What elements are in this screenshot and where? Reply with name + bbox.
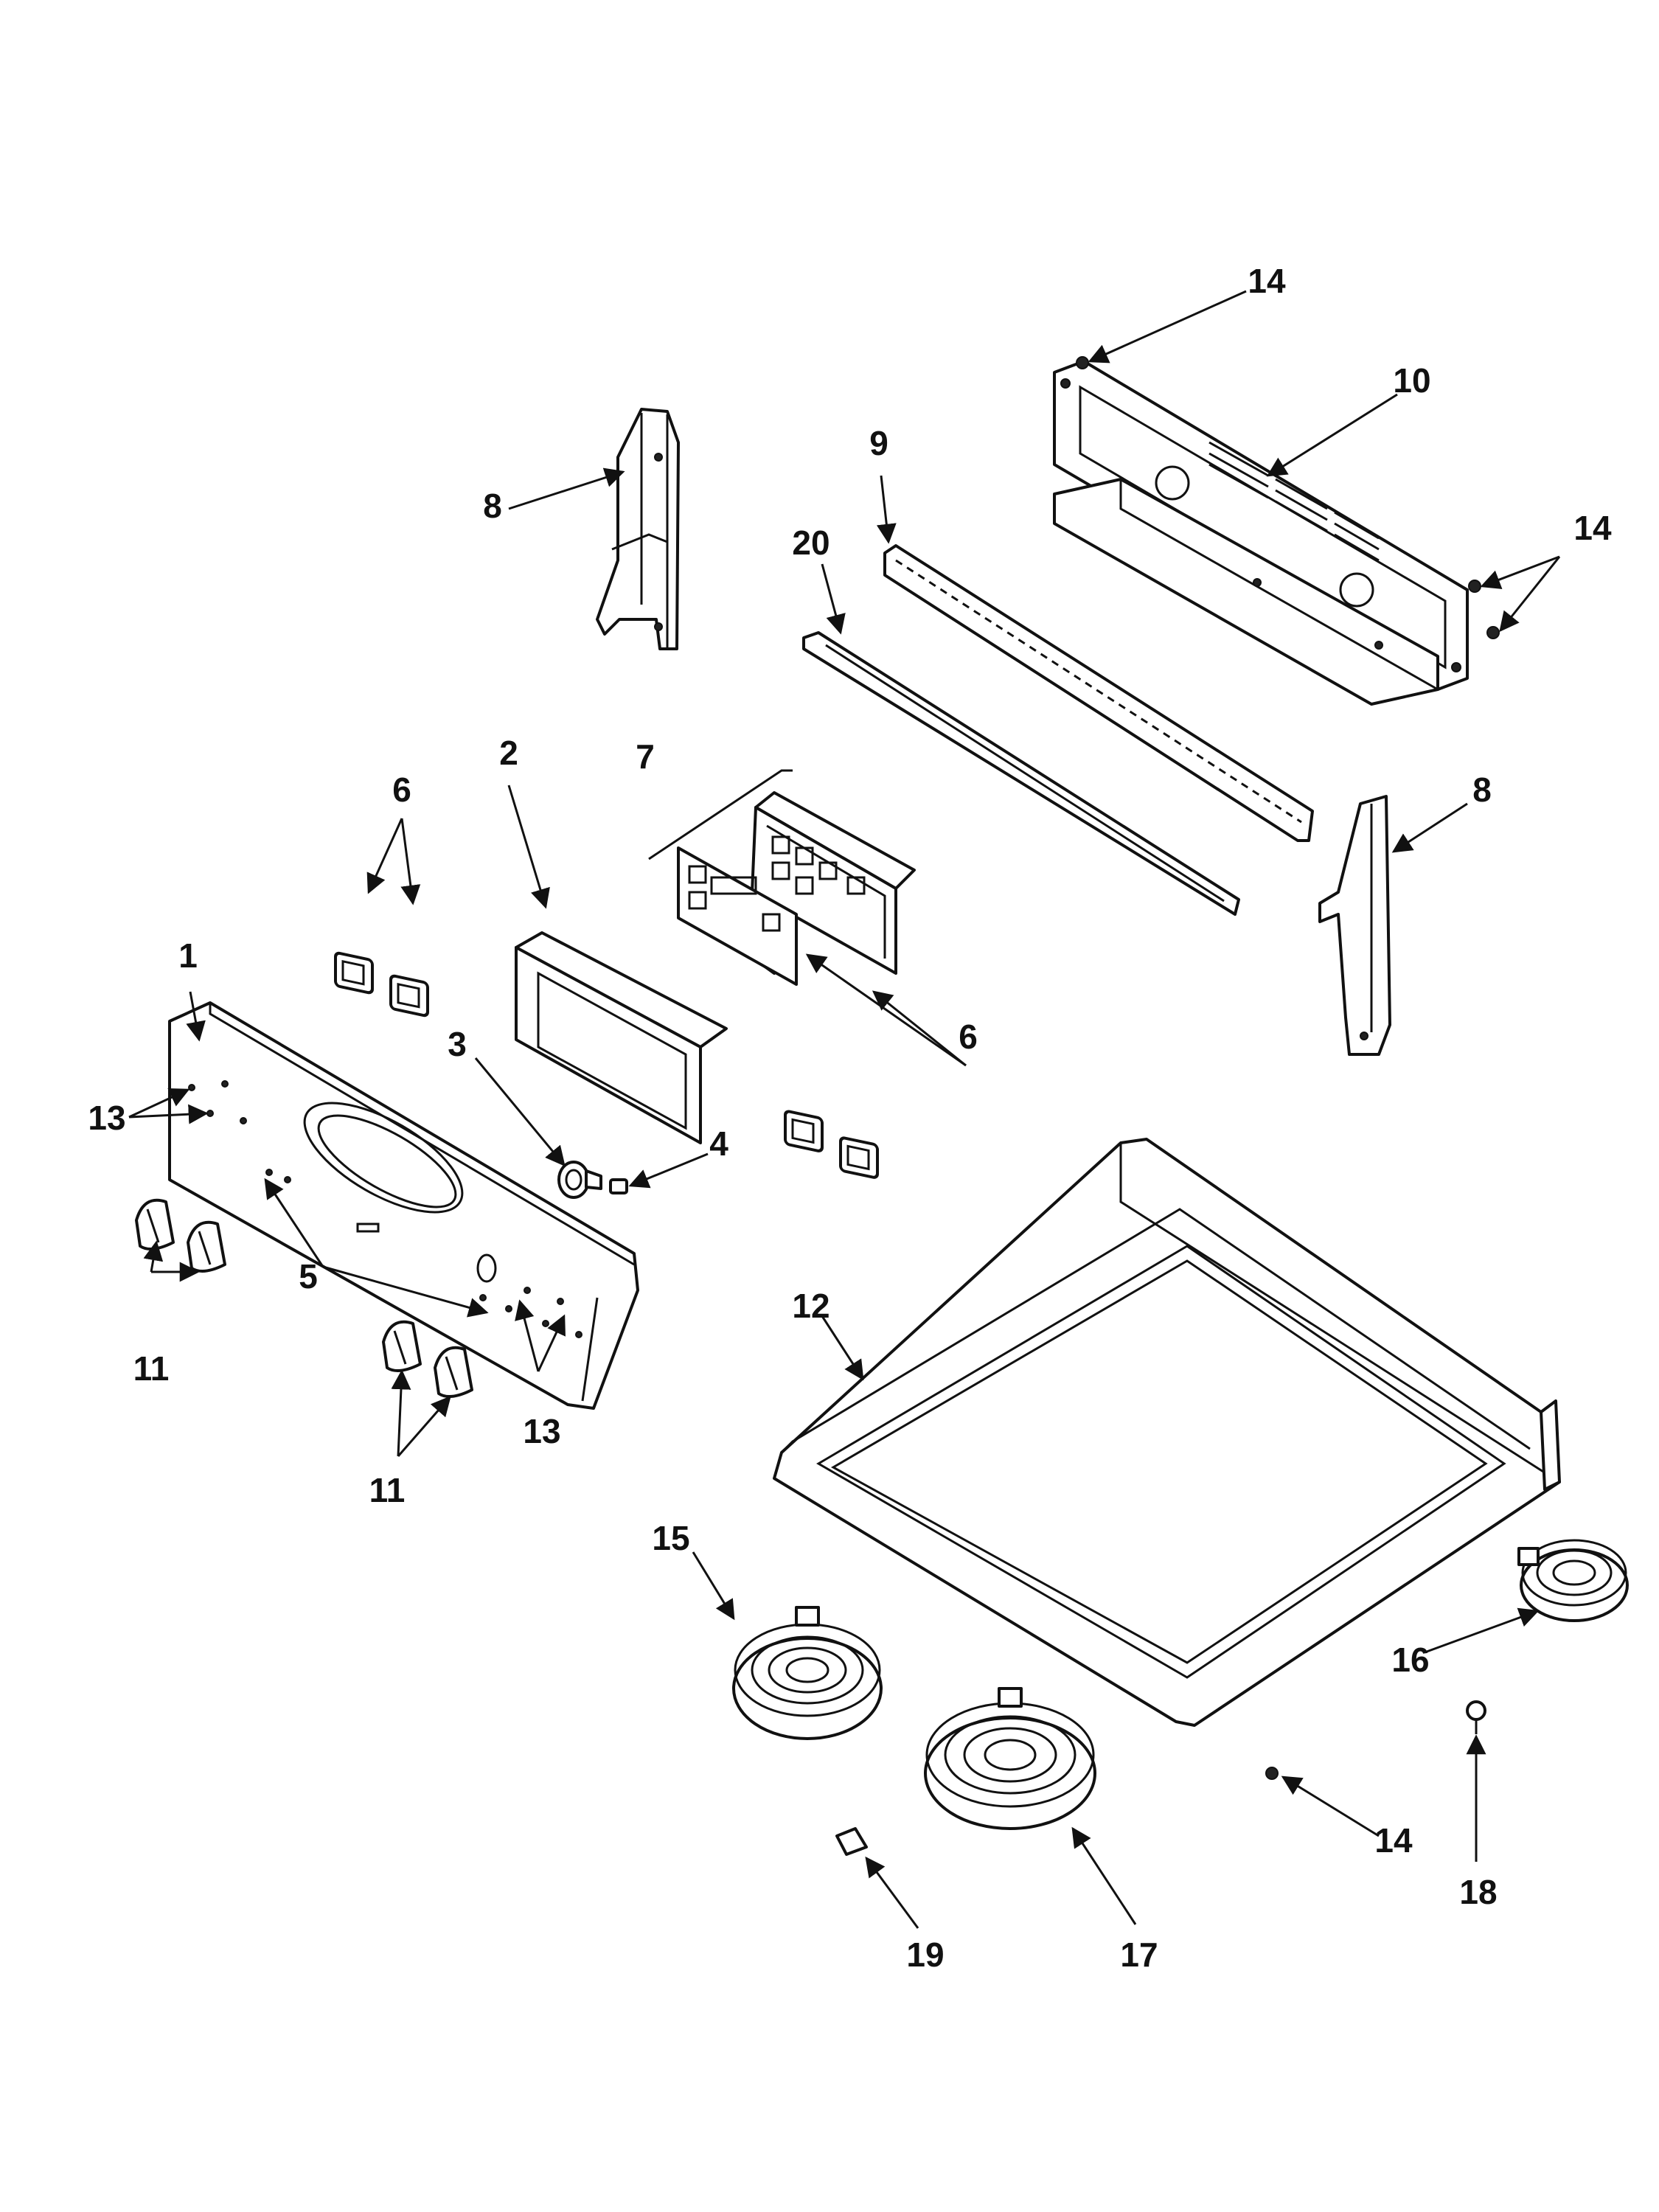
callout-3: 3 — [448, 1025, 467, 1063]
callout-14-bottom: 14 — [1374, 1821, 1413, 1860]
part-8-side-bracket-right — [1318, 795, 1391, 1056]
part-11-knob-2 — [187, 1220, 226, 1273]
part-6-switch-lower-right — [839, 1136, 879, 1179]
callout-11-right: 11 — [369, 1471, 406, 1509]
callout-10: 10 — [1393, 361, 1430, 400]
callout-11-left: 11 — [133, 1349, 170, 1388]
callout-20: 20 — [792, 524, 830, 562]
part-3-indicator-light — [557, 1161, 602, 1199]
part-14-screw-top — [1076, 356, 1089, 369]
part-17-surface-element — [924, 1687, 1096, 1830]
callout-13-left: 13 — [88, 1099, 125, 1137]
callout-15: 15 — [652, 1519, 689, 1557]
callout-2: 2 — [499, 734, 518, 772]
callout-14-right: 14 — [1573, 509, 1612, 547]
part-14-screw-right-upper — [1468, 580, 1481, 593]
callout-16: 16 — [1391, 1641, 1429, 1679]
callout-labels: 1 2 3 4 5 6 6 7 8 8 9 10 11 11 12 13 13 … — [88, 262, 1612, 1974]
callout-4: 4 — [709, 1124, 728, 1163]
part-11-knob-4 — [434, 1346, 473, 1398]
part-10-rear-control-panel — [1053, 360, 1469, 706]
part-6-switch-lower-left — [784, 1110, 824, 1152]
part-20-trim-strip — [802, 631, 1240, 916]
part-11-knob-1 — [135, 1198, 175, 1251]
callout-12: 12 — [792, 1287, 830, 1325]
leader-lines — [128, 290, 1561, 1929]
callout-5: 5 — [299, 1257, 318, 1295]
part-18-mounting-screw — [1466, 1700, 1486, 1734]
part-16-surface-element — [1517, 1539, 1629, 1622]
callout-8-left: 8 — [483, 487, 502, 525]
callout-13-right: 13 — [523, 1412, 560, 1450]
part-7-electronic-control — [648, 769, 916, 986]
part-6-switch-upper-right — [389, 974, 429, 1018]
callout-1: 1 — [178, 936, 198, 975]
callout-6-lower: 6 — [959, 1018, 978, 1056]
callout-19: 19 — [906, 1935, 944, 1974]
callout-14-top: 14 — [1248, 262, 1286, 300]
part-2-display-window — [515, 931, 728, 1144]
callout-17: 17 — [1120, 1935, 1158, 1974]
part-6-switch-upper-left — [334, 951, 374, 995]
callout-7: 7 — [636, 737, 655, 776]
part-19-clip — [835, 1827, 868, 1856]
callout-9: 9 — [869, 424, 888, 462]
callout-18: 18 — [1459, 1873, 1497, 1911]
callout-8-right: 8 — [1472, 771, 1492, 809]
part-15-surface-element — [732, 1606, 883, 1740]
part-4-small-switch — [609, 1178, 628, 1194]
part-14-screw-bottom — [1265, 1767, 1279, 1780]
part-11-knob-3 — [382, 1320, 422, 1372]
part-9-trim-strip — [883, 544, 1314, 842]
part-8-side-bracket-left — [596, 408, 680, 650]
callout-6-upper: 6 — [392, 771, 411, 809]
part-12-cooktop — [773, 1138, 1561, 1727]
part-14-screw-right-lower — [1486, 626, 1500, 639]
